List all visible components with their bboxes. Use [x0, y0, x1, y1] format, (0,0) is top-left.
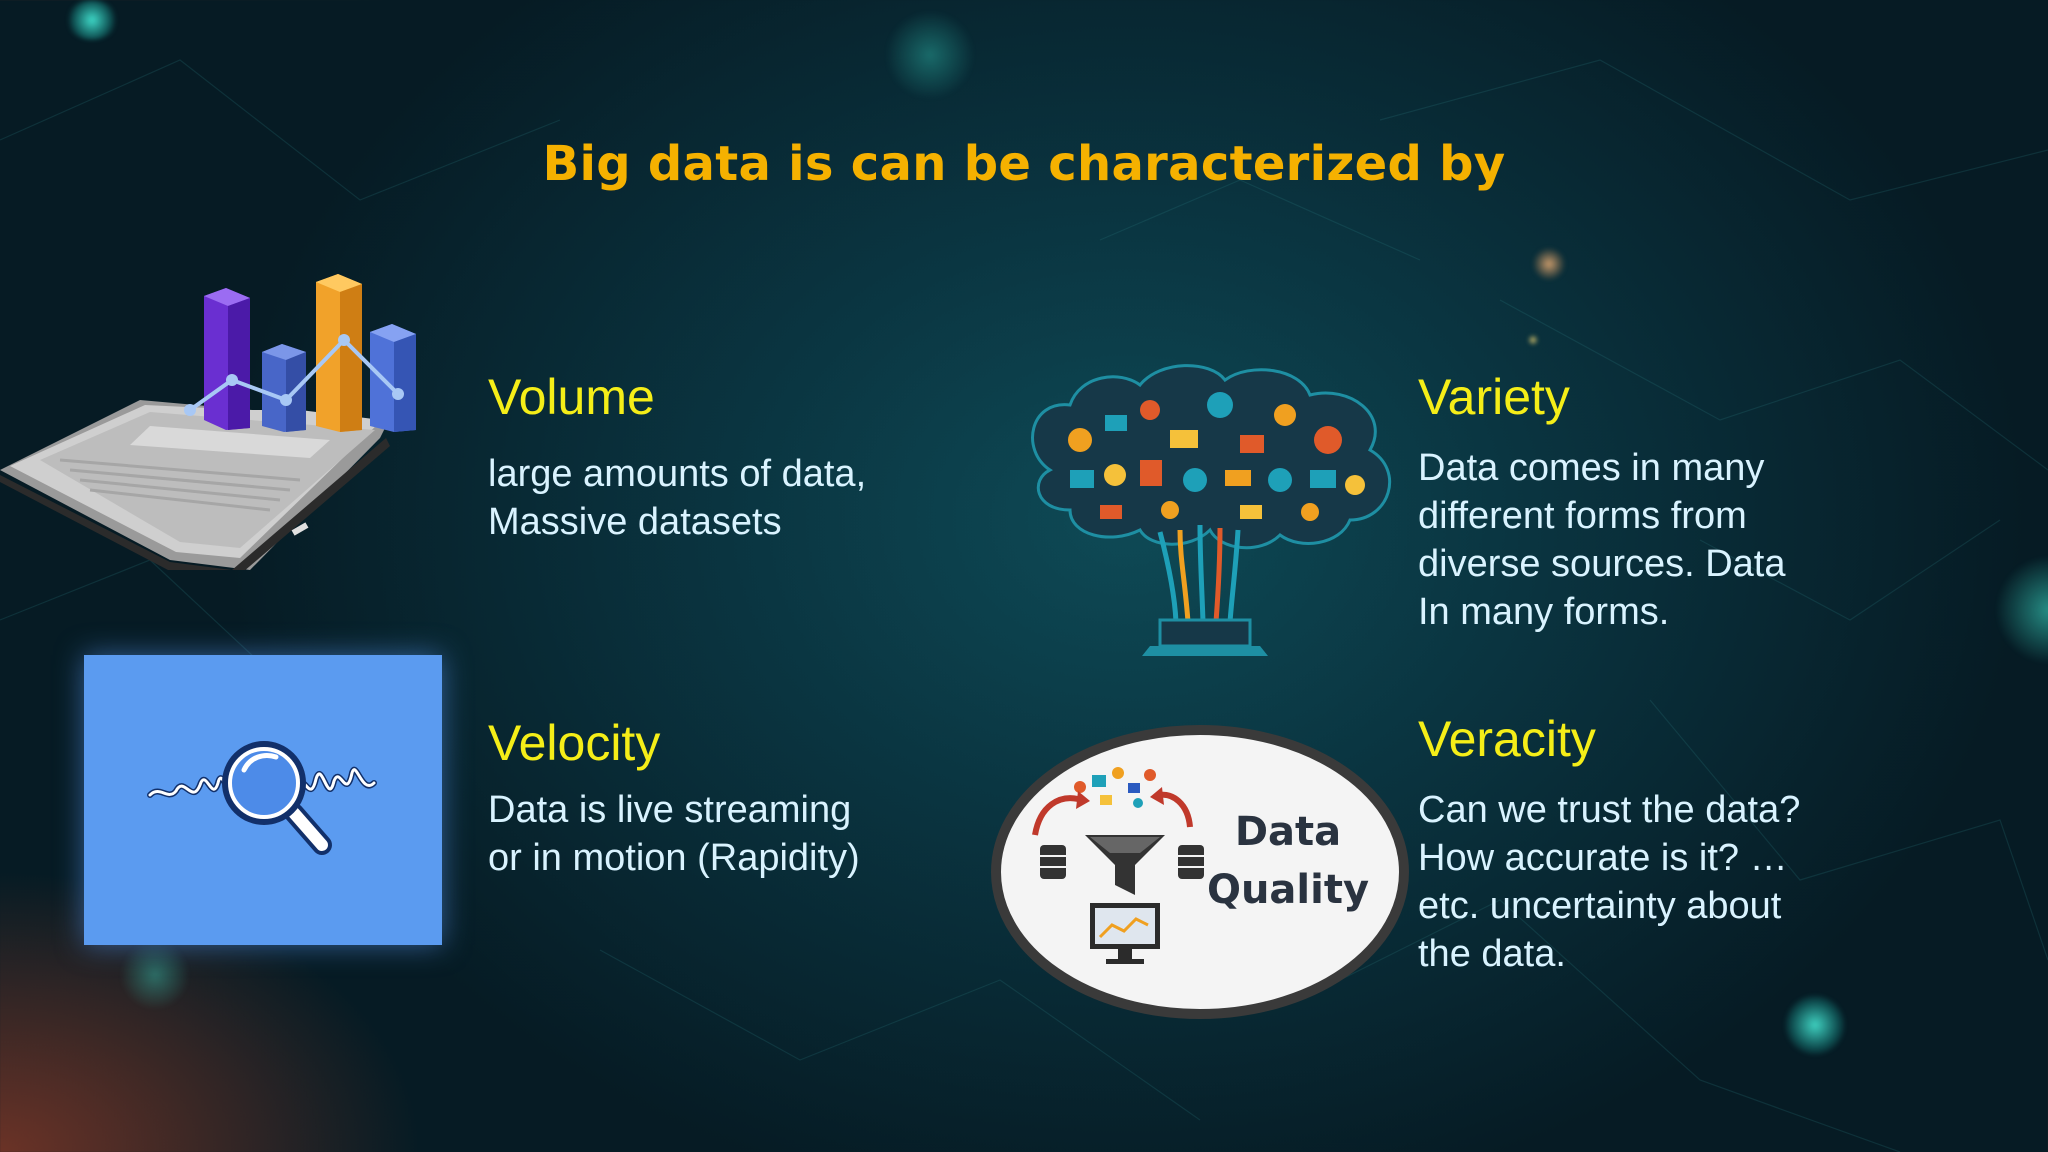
slide-title: Big data is can be characterized by — [542, 136, 1506, 192]
variety-heading: Variety — [1418, 369, 1570, 425]
veracity-heading: Veracity — [1418, 711, 1596, 767]
volume-heading: Volume — [488, 369, 655, 425]
velocity-heading: Velocity — [488, 715, 661, 771]
data-quality-line1: Data — [1234, 809, 1342, 855]
volume-description: large amounts of data, Massive datasets — [488, 453, 867, 543]
bar-chart-tablet-icon — [0, 274, 416, 570]
glow-orb — [1528, 335, 1538, 345]
magnifier-wave-icon — [147, 741, 377, 855]
data-tree-icon — [1031, 364, 1392, 656]
glow-orb — [120, 940, 190, 1010]
glow-orb — [66, 0, 118, 40]
data-quality-line2: Quality — [1206, 867, 1370, 913]
quality-badge-art — [991, 725, 1409, 1019]
glow-orb — [885, 10, 975, 100]
variety-description: Data comes in many different forms from … — [1418, 447, 1786, 633]
veracity-description: Can we trust the data? How accurate is i… — [1418, 789, 1801, 975]
velocity-tile — [84, 655, 442, 945]
velocity-description: Data is live streaming or in motion (Rap… — [488, 789, 860, 879]
glow-orb — [1533, 248, 1565, 280]
glow-orb — [1785, 995, 1845, 1055]
data-quality-icon: Data Quality — [990, 725, 1410, 1020]
